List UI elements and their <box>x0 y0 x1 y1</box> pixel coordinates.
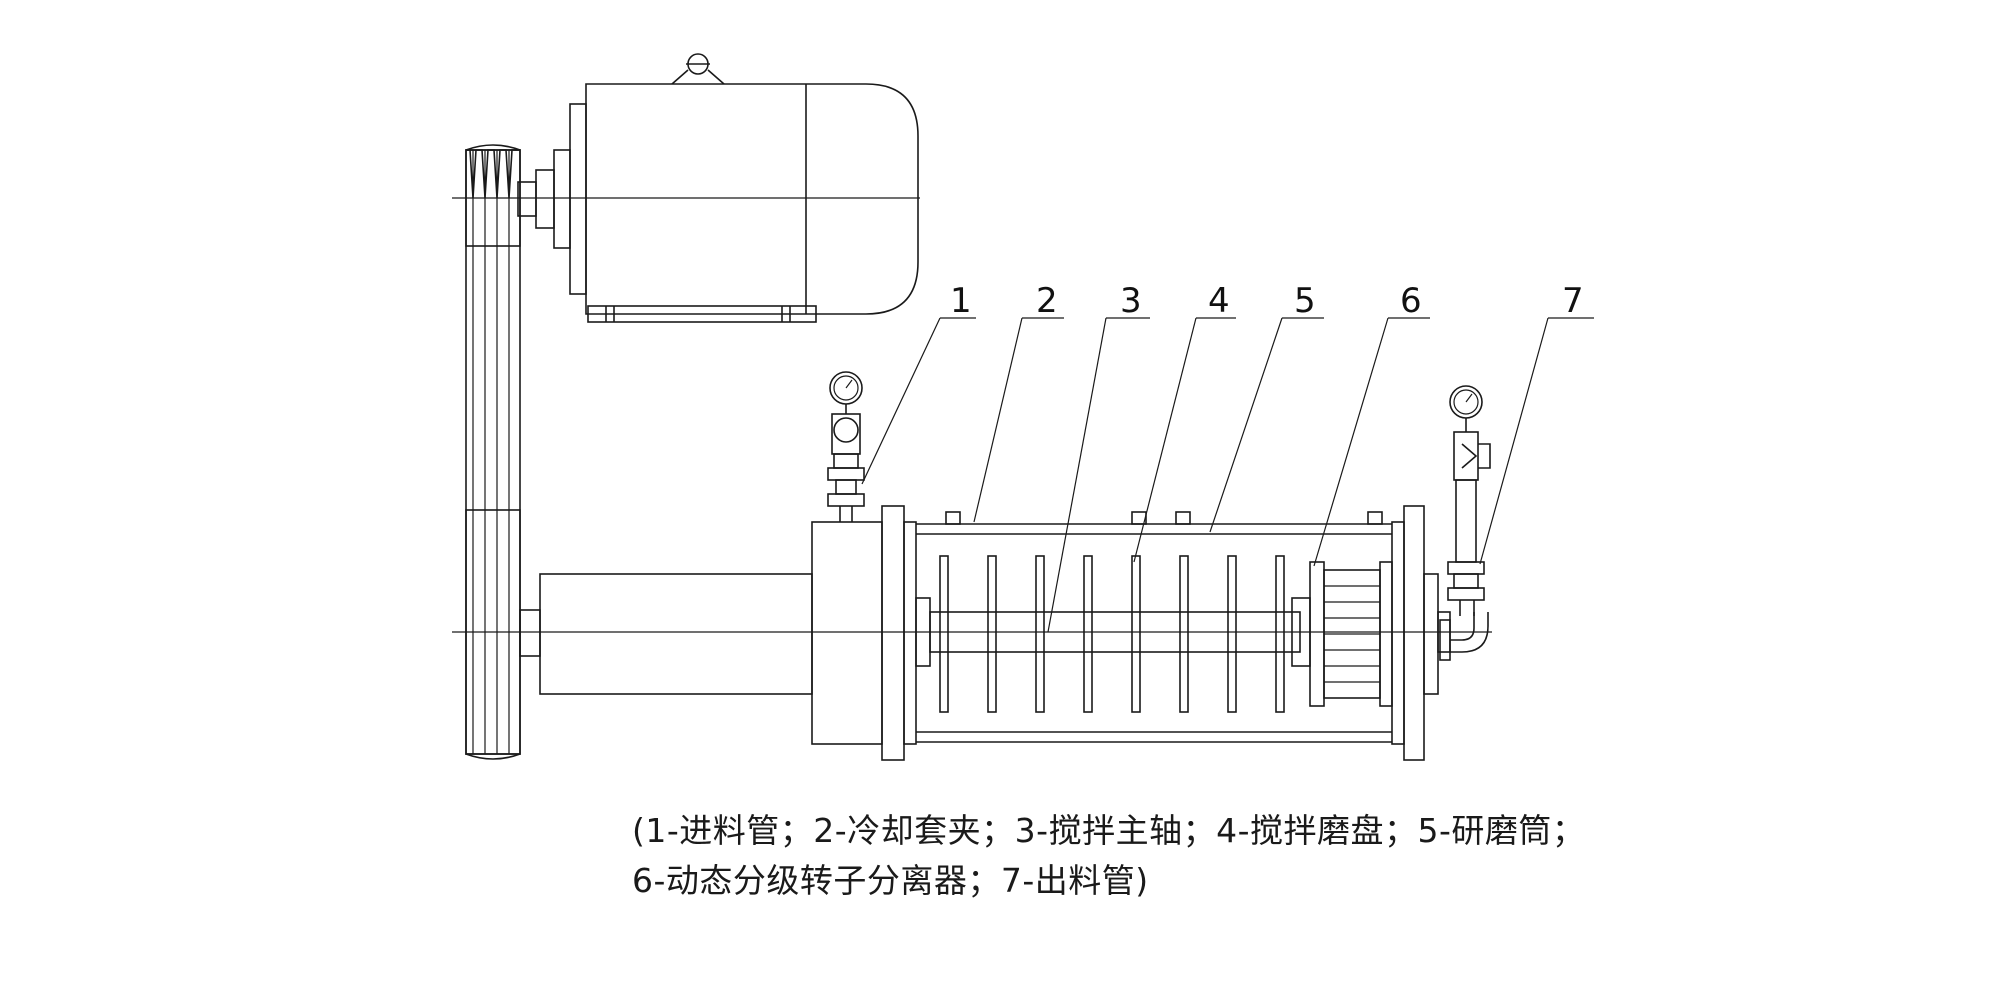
figure-caption: (1-进料管；2-冷却套夹；3-搅拌主轴；4-搅拌磨盘；5-研磨筒； 6-动态分… <box>632 806 1585 906</box>
caption-line-2: 6-动态分级转子分离器；7-出料管) <box>632 861 1149 900</box>
pulley-group <box>465 144 521 760</box>
mill-assembly <box>519 505 1451 761</box>
caption-line-1: (1-进料管；2-冷却套夹；3-搅拌主轴；4-搅拌磨盘；5-研磨筒； <box>632 811 1586 850</box>
inlet-pipe <box>827 371 865 522</box>
callout-4: 4 <box>1208 281 1230 321</box>
motor <box>517 53 919 323</box>
callout-7: 7 <box>1562 281 1584 321</box>
callout-leaders <box>861 317 1594 633</box>
callout-6: 6 <box>1400 281 1422 321</box>
callout-3: 3 <box>1120 281 1142 321</box>
callout-1: 1 <box>950 281 972 321</box>
callout-2: 2 <box>1036 281 1058 321</box>
outlet-pipe <box>1439 385 1491 661</box>
callout-5: 5 <box>1294 281 1316 321</box>
